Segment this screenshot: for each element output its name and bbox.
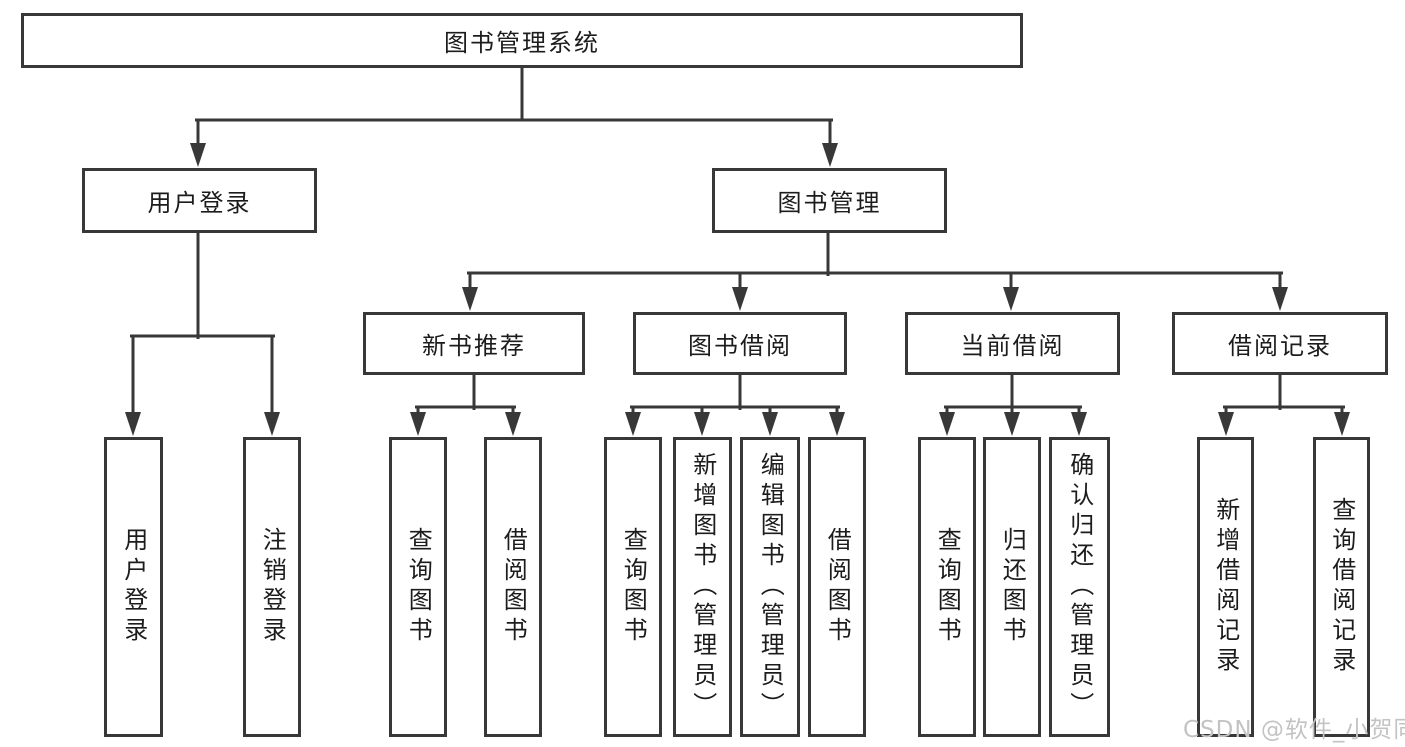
node-leaf-add-borrow-record: 新增借阅记录 [1197,437,1254,737]
node-leaf-query-books-3-label: 查询图书 [933,527,962,647]
node-book-management-label: 图书管理 [777,189,882,217]
node-leaf-add-books-admin-label: 新增图书（管理员） [688,452,717,722]
node-user-login: 用户登录 [82,168,317,233]
node-root-system: 图书管理系统 [21,13,1023,68]
node-user-login-label: 用户登录 [147,189,252,217]
node-leaf-query-books-3: 查询图书 [918,437,976,737]
node-leaf-query-borrow-record: 查询借阅记录 [1313,437,1370,737]
node-new-book-recommend: 新书推荐 [363,312,585,375]
node-leaf-borrow-books-1-label: 借阅图书 [499,527,528,647]
node-leaf-borrow-books-2-label: 借阅图书 [823,527,852,647]
node-leaf-add-borrow-record-label: 新增借阅记录 [1211,497,1240,677]
node-current-borrow: 当前借阅 [905,312,1120,375]
node-leaf-confirm-return-admin: 确认归还（管理员） [1049,437,1110,737]
node-leaf-return-books: 归还图书 [983,437,1041,737]
node-leaf-confirm-return-admin-label: 确认归还（管理员） [1065,452,1094,722]
node-leaf-borrow-books-1: 借阅图书 [484,437,542,737]
node-new-book-recommend-label: 新书推荐 [422,332,526,360]
node-book-borrow: 图书借阅 [633,312,847,375]
node-book-management: 图书管理 [712,168,947,233]
node-leaf-user-login: 用户登录 [104,437,163,737]
node-current-borrow-label: 当前借阅 [960,332,1065,360]
node-leaf-edit-books-admin: 编辑图书（管理员） [740,437,800,737]
node-leaf-user-login-label: 用户登录 [119,527,148,647]
node-leaf-return-books-label: 归还图书 [998,527,1027,647]
node-leaf-edit-books-admin-label: 编辑图书（管理员） [756,452,785,722]
node-leaf-add-books-admin: 新增图书（管理员） [673,437,732,737]
node-leaf-query-books-1: 查询图书 [389,437,447,737]
node-leaf-query-borrow-record-label: 查询借阅记录 [1327,497,1356,677]
node-leaf-borrow-books-2: 借阅图书 [808,437,866,737]
node-leaf-query-books-2: 查询图书 [604,437,662,737]
node-borrow-records: 借阅记录 [1172,312,1388,375]
node-leaf-logout: 注销登录 [243,437,301,737]
node-leaf-query-books-2-label: 查询图书 [619,527,648,647]
node-root-system-label: 图书管理系统 [444,29,600,57]
csdn-watermark: CSDN @软件_小贺同学 [1183,717,1405,743]
node-leaf-logout-label: 注销登录 [258,527,287,647]
node-borrow-records-label: 借阅记录 [1228,332,1332,360]
node-leaf-query-books-1-label: 查询图书 [404,527,433,647]
node-book-borrow-label: 图书借阅 [688,332,792,360]
